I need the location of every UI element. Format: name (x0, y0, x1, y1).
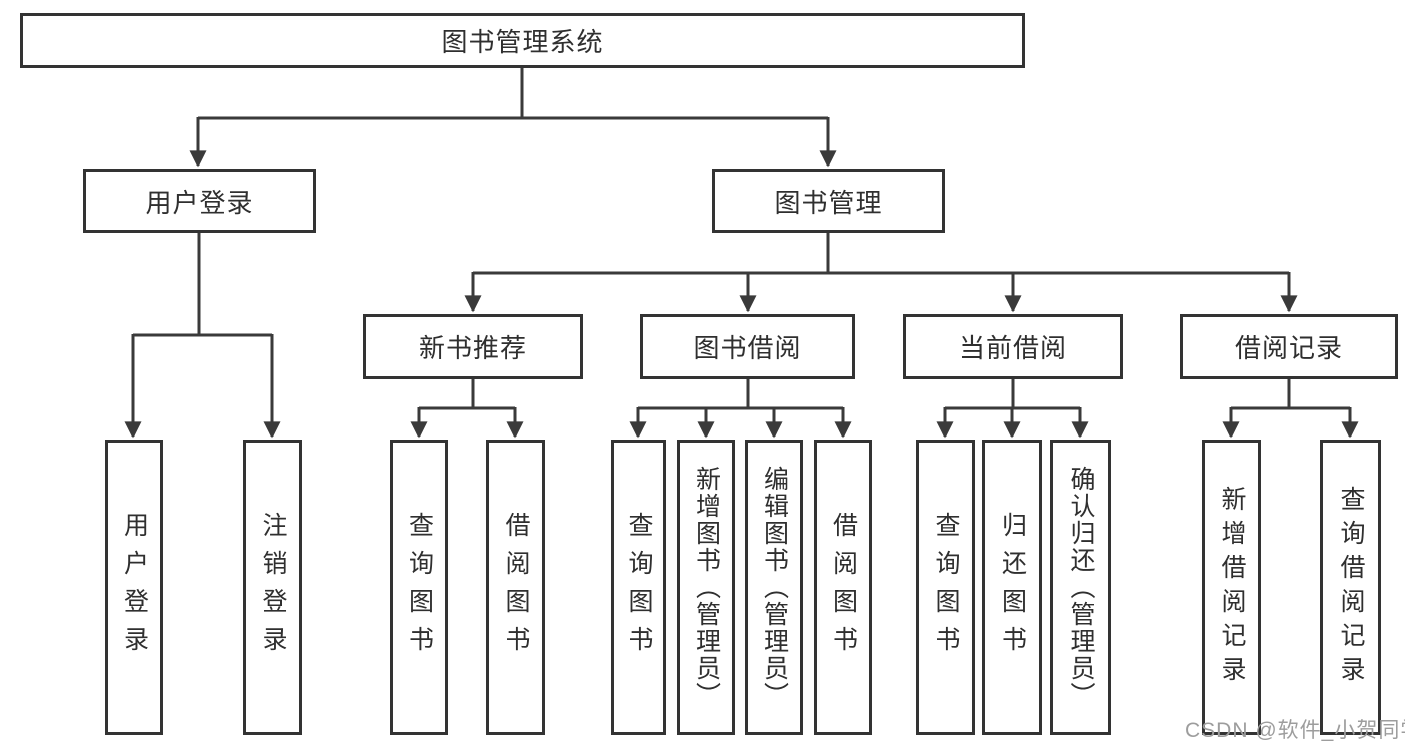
node-label: 借阅图书 (829, 511, 858, 664)
node-root-library-system: 图书管理系统 (20, 13, 1025, 68)
node-new-book-recommend: 新书推荐 (363, 314, 583, 379)
node-label: 编辑图书（管理员） (760, 466, 789, 709)
leaf-query-borrow-record: 查询借阅记录 (1320, 440, 1381, 735)
node-label: 归还图书 (998, 511, 1027, 664)
node-label: 注销登录 (259, 511, 287, 664)
node-label: 新增借阅记录 (1218, 485, 1246, 690)
leaf-borrow-books: 借阅图书 (814, 440, 872, 735)
node-user-login-branch: 用户登录 (83, 169, 316, 233)
node-label: 新书推荐 (418, 333, 527, 363)
node-label: 借阅记录 (1234, 333, 1343, 363)
node-label: 查询图书 (405, 511, 434, 664)
node-label: 用户登录 (120, 511, 149, 664)
leaf-query-books-borrowing: 查询图书 (611, 440, 666, 735)
node-book-management-branch: 图书管理 (712, 169, 945, 233)
leaf-query-books-recommend: 查询图书 (390, 440, 448, 735)
node-label: 图书管理 (774, 187, 883, 218)
node-label: 新增图书（管理员） (692, 466, 721, 709)
node-label: 查询图书 (625, 511, 653, 664)
node-book-borrowing: 图书借阅 (640, 314, 855, 379)
leaf-borrow-books-recommend: 借阅图书 (486, 440, 545, 735)
leaf-confirm-return-admin: 确认归还（管理员） (1050, 440, 1111, 735)
node-label: 确认归还（管理员） (1067, 466, 1095, 709)
node-label: 图书借阅 (693, 333, 802, 363)
node-label: 查询图书 (932, 511, 960, 664)
leaf-query-books-current: 查询图书 (916, 440, 975, 735)
leaf-logout: 注销登录 (243, 440, 302, 735)
leaf-return-books: 归还图书 (982, 440, 1042, 735)
node-label: 当前借阅 (958, 333, 1067, 363)
node-label: 查询借阅记录 (1337, 485, 1365, 690)
csdn-watermark: CSDN @软件_小贺同学 (1185, 719, 1405, 742)
node-label: 借阅图书 (502, 511, 530, 664)
leaf-user-login: 用户登录 (105, 440, 163, 735)
node-current-borrowing: 当前借阅 (903, 314, 1123, 379)
node-borrowing-records: 借阅记录 (1180, 314, 1398, 379)
node-label: 图书管理系统 (441, 27, 604, 57)
leaf-edit-books-admin: 编辑图书（管理员） (745, 440, 803, 735)
leaf-add-books-admin: 新增图书（管理员） (677, 440, 735, 735)
leaf-add-borrow-record: 新增借阅记录 (1202, 440, 1261, 735)
node-label: 用户登录 (145, 187, 254, 218)
